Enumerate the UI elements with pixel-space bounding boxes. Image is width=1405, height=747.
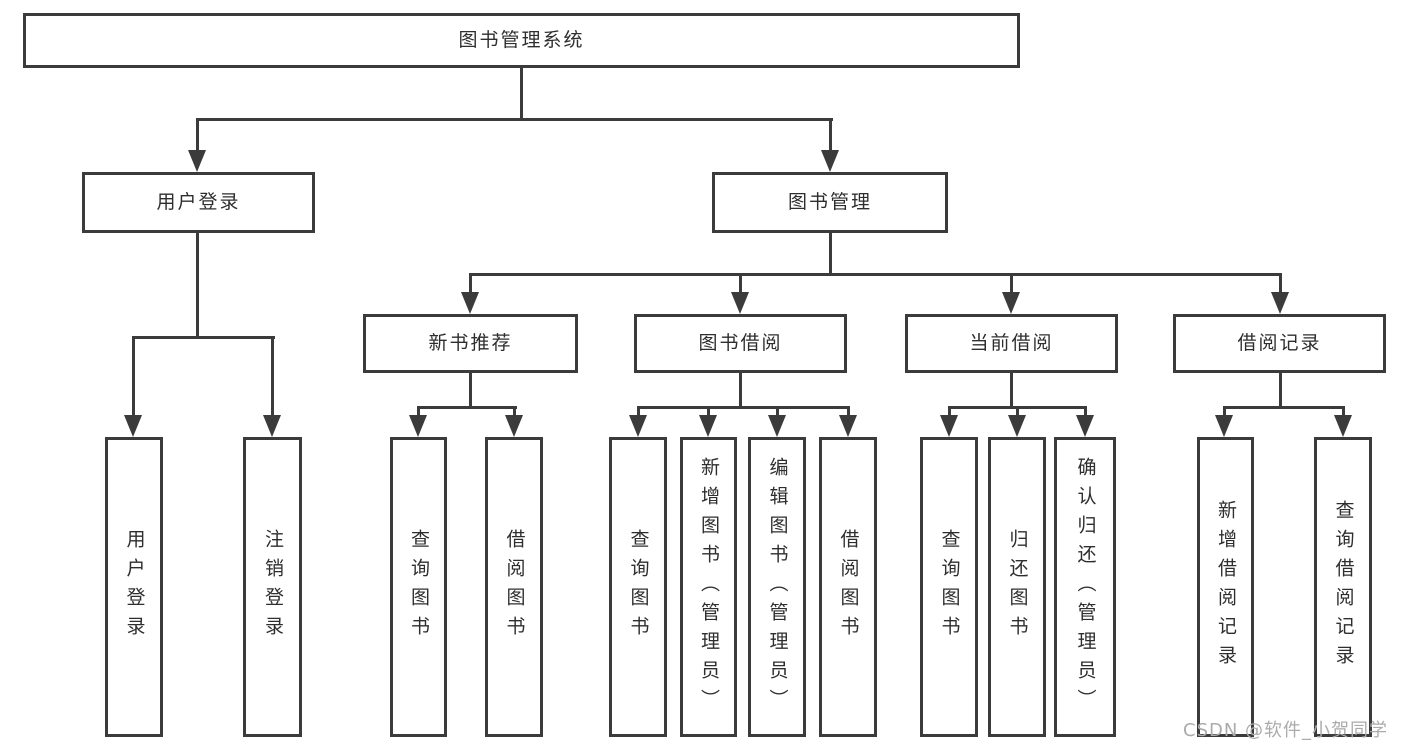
node-current-borrow: 当前借阅 (905, 314, 1118, 373)
arrowhead-icon (731, 292, 749, 314)
node-book-borrow: 图书借阅 (634, 314, 847, 373)
arrowhead-icon (839, 415, 857, 437)
node-user-login: 用户登录 (82, 172, 315, 233)
connector-line (1342, 406, 1345, 418)
connector-line (1279, 373, 1282, 409)
connector-line (1279, 273, 1282, 297)
arrowhead-icon (1002, 292, 1020, 314)
node-root: 图书管理系统 (23, 13, 1020, 68)
connector-line (469, 273, 1282, 276)
connector-line (829, 233, 832, 276)
connector-line (1223, 406, 1226, 418)
leaf-user-login: 用户登录 (105, 437, 163, 737)
arrowhead-icon (699, 415, 717, 437)
arrowhead-icon (188, 150, 206, 172)
connector-line (948, 406, 951, 418)
node-borrow-records: 借阅记录 (1173, 314, 1386, 373)
arrowhead-icon (768, 415, 786, 437)
connector-line (1223, 406, 1345, 409)
leaf-rec-borrow-book: 借阅图书 (485, 437, 543, 737)
leaf-bb-edit-book: 编辑图书（管理员） (748, 437, 806, 737)
leaf-br-query-record: 查询借阅记录 (1314, 437, 1372, 737)
connector-line (271, 336, 274, 418)
arrowhead-icon (1271, 292, 1289, 314)
connector-line (637, 406, 850, 409)
leaf-cb-confirm-return: 确认归还（管理员） (1054, 437, 1116, 737)
leaf-bb-query-book: 查询图书 (609, 437, 667, 737)
arrowhead-icon (1334, 415, 1352, 437)
connector-line (520, 68, 523, 120)
arrowhead-icon (1215, 415, 1233, 437)
arrowhead-icon (1008, 415, 1026, 437)
leaf-rec-query-book: 查询图书 (390, 437, 447, 737)
connector-line (196, 118, 199, 156)
connector-line (1084, 406, 1087, 418)
connector-line (417, 406, 420, 418)
connector-line (847, 406, 850, 418)
connector-line (739, 273, 742, 297)
connector-line (1010, 273, 1013, 297)
leaf-bb-borrow-book: 借阅图书 (819, 437, 877, 737)
arrowhead-icon (409, 415, 427, 437)
leaf-br-add-record: 新增借阅记录 (1197, 437, 1254, 737)
arrowhead-icon (505, 415, 523, 437)
connector-line (132, 336, 275, 339)
connector-line (707, 406, 710, 418)
leaf-cb-query-book: 查询图书 (920, 437, 978, 737)
leaf-bb-add-book: 新增图书（管理员） (680, 437, 737, 737)
watermark: CSDN @软件_小贺同学 (1183, 720, 1389, 741)
connector-line (829, 118, 832, 156)
node-book-management: 图书管理 (712, 172, 948, 233)
connector-line (417, 406, 517, 409)
connector-line (637, 406, 640, 418)
leaf-cb-return-book: 归还图书 (988, 437, 1046, 737)
arrowhead-icon (1076, 415, 1094, 437)
connector-line (196, 233, 199, 339)
connector-line (513, 406, 516, 418)
leaf-logout: 注销登录 (243, 437, 302, 737)
arrowhead-icon (821, 150, 839, 172)
connector-line (132, 336, 135, 418)
arrowhead-icon (940, 415, 958, 437)
connector-line (739, 373, 742, 409)
connector-line (469, 373, 472, 409)
connector-line (196, 118, 833, 121)
connector-line (776, 406, 779, 418)
arrowhead-icon (263, 415, 281, 437)
arrowhead-icon (461, 292, 479, 314)
connector-line (469, 273, 472, 297)
connector-line (1016, 406, 1019, 418)
node-new-book-recommend: 新书推荐 (363, 314, 578, 373)
arrowhead-icon (629, 415, 647, 437)
arrowhead-icon (124, 415, 142, 437)
connector-line (1010, 373, 1013, 409)
